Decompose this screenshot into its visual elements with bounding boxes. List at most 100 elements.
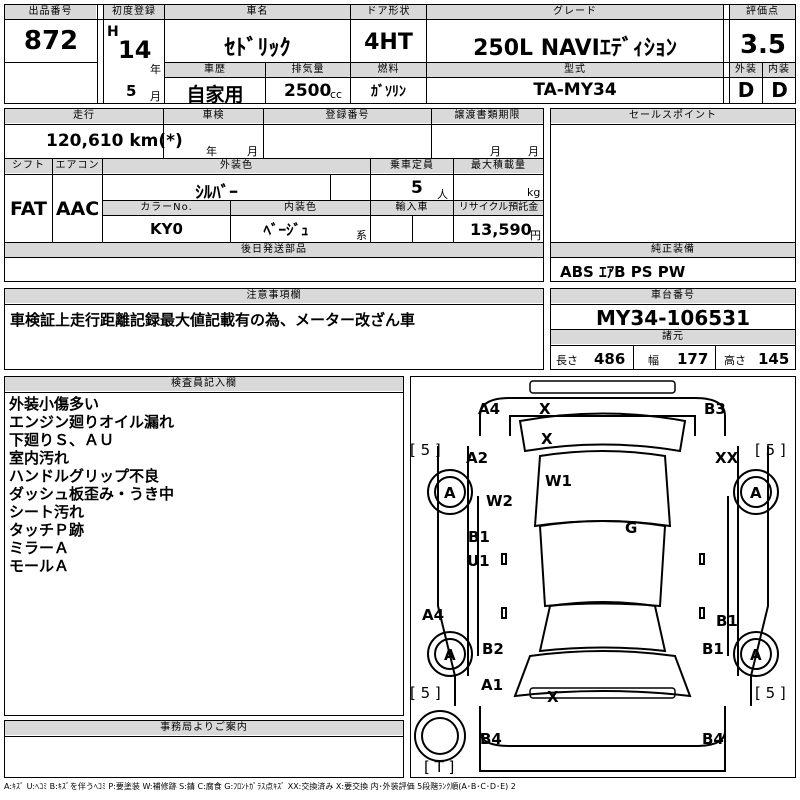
car-diagram-box (410, 376, 796, 778)
label-transfer: 譲渡書類期限 (432, 109, 543, 123)
person-unit: 人 (437, 188, 448, 201)
note-line: ダッシュ板歪み・うき中 (9, 485, 175, 503)
mark-x-windshield: X (541, 430, 553, 448)
mark-b1-left: B1 (468, 528, 490, 546)
car-diagram: A4 X B3 X [ 5 ] [ 5 ] A2 XX W1 A A W2 G … (410, 380, 786, 776)
label-later-parts: 後日発送部品 (5, 243, 543, 257)
score-value: 3.5 (739, 30, 787, 60)
caution-text: 車検証上走行距離記録最大値記載有の為、メーター改ざん車 (10, 311, 416, 329)
label-score: 評価点 (730, 5, 795, 19)
label-mileage: 走行 (5, 109, 163, 123)
mark-a4-side: A4 (422, 606, 444, 624)
year-unit: 年 (150, 63, 161, 76)
label-inspector: 検査員記入欄 (5, 377, 403, 391)
ext-color-value: ｼﾙﾊﾞｰ (195, 183, 238, 203)
mark-b3-top: B3 (704, 400, 726, 418)
mark-b1-right: B1 (702, 640, 724, 658)
mark-bracket-br: [ 5 ] (755, 684, 786, 702)
label-max-load: 最大積載量 (454, 159, 543, 173)
era-label: H (107, 24, 119, 40)
label-aircon: エアコン (53, 159, 102, 173)
color-suffix: 系 (356, 229, 367, 242)
model-value: TA-MY34 (533, 80, 617, 100)
hei-label: 高さ (724, 354, 746, 367)
mark-a-rear-right: A (750, 646, 762, 664)
sales-points-box (550, 108, 796, 282)
office-box (4, 720, 404, 778)
legend-text: A:ｷｽﾞ U:ﾍｺﾐ B:ｷｽﾞを伴うﾍｺﾐ P:要塗装 W:補修跡 S:錆 … (4, 782, 516, 791)
label-history: 車歴 (165, 63, 265, 77)
mark-a-rear-left: A (444, 646, 456, 664)
label-exterior: 外装 (730, 63, 762, 77)
mark-a-front-left: A (444, 484, 456, 502)
label-reg-no: 登録番号 (264, 109, 431, 123)
note-line: モールＡ (9, 557, 70, 575)
mark-b2: B2 (482, 640, 504, 658)
capacity-value: 5 (411, 178, 423, 198)
width-value: 177 (677, 350, 709, 368)
genuine-equip-value: ABS ｴｱB PS PW (560, 263, 686, 281)
recycle-value: 13,590 (470, 220, 532, 239)
first-reg-year: 14 (118, 36, 152, 64)
mark-spare: [ T ] (424, 758, 454, 776)
history-value: 自家用 (186, 84, 244, 106)
label-caution: 注意事項欄 (5, 289, 543, 303)
wid-label: 幅 (648, 354, 659, 367)
note-line: タッチＰ跡 (9, 521, 85, 539)
transfer-month-unit: 月 (490, 145, 501, 158)
label-first-reg: 初度登録 (104, 5, 164, 19)
mark-b4-left: B4 (480, 730, 502, 748)
label-color-no: カラーNo. (103, 201, 230, 215)
label-chassis: 車台番号 (551, 289, 795, 303)
label-capacity: 乗車定員 (371, 159, 453, 173)
aircon-value: AAC (55, 198, 100, 220)
label-model: 型式 (427, 63, 723, 77)
label-office: 事務局よりご案内 (5, 721, 403, 735)
mark-a2: A2 (466, 449, 488, 467)
label-int-color: 内装色 (231, 201, 370, 215)
mark-w2: W2 (486, 492, 513, 510)
mark-x-top: X (539, 400, 551, 418)
mark-b1-right-rear: B1 (716, 612, 738, 630)
inspector-notes: 外装小傷多い エンジン廻りオイル漏れ 下廻りＳ、ＡＵ 室内汚れ ハンドルグリップ… (9, 395, 399, 575)
note-line: 室内汚れ (9, 449, 70, 467)
mark-b4-right: B4 (702, 730, 724, 748)
label-recycle: リサイクル預託金 (454, 201, 543, 215)
insp-month-unit: 月 (247, 145, 258, 158)
label-fuel: 燃料 (351, 63, 426, 77)
fuel-value: ｶﾞｿﾘﾝ (371, 84, 406, 100)
shift-value: FAT (10, 198, 47, 220)
note-line: ハンドルグリップ不良 (9, 467, 160, 485)
details-block (4, 108, 544, 282)
insp-year-unit: 年 (206, 145, 217, 158)
label-lot-no: 出品番号 (5, 5, 96, 19)
yen-unit: 円 (530, 229, 541, 242)
transfer-day-unit: 月 (528, 145, 539, 158)
exterior-grade: D (737, 78, 755, 102)
mark-a-front-right: A (750, 484, 762, 502)
header-block (4, 4, 796, 104)
length-value: 486 (594, 350, 626, 368)
first-reg-month: 5 (126, 82, 137, 100)
mark-bracket-bl: [ 5 ] (410, 684, 441, 702)
height-value: 145 (758, 350, 790, 368)
mark-x-rear: X (547, 688, 559, 706)
door-value: 4HT (364, 30, 413, 55)
len-label: 長さ (556, 354, 578, 367)
note-line: エンジン廻りオイル漏れ (9, 413, 175, 431)
label-sales-points: セールスポイント (551, 109, 795, 123)
label-import: 輸入車 (371, 201, 453, 215)
label-car-name: 車名 (165, 5, 350, 19)
mark-a4-top: A4 (478, 400, 500, 418)
int-color-value: ﾍﾞｰｼﾞｭ (263, 221, 309, 239)
mark-a1: A1 (481, 676, 503, 694)
chassis-value: MY34-106531 (595, 306, 750, 330)
displacement-value: 2500 (284, 81, 332, 101)
mark-w1: W1 (545, 472, 572, 490)
lot-number: 872 (23, 26, 79, 56)
label-door: ドア形状 (351, 5, 426, 19)
label-specs: 諸元 (551, 330, 795, 344)
label-displacement: 排気量 (266, 63, 350, 77)
caution-box (4, 288, 544, 370)
